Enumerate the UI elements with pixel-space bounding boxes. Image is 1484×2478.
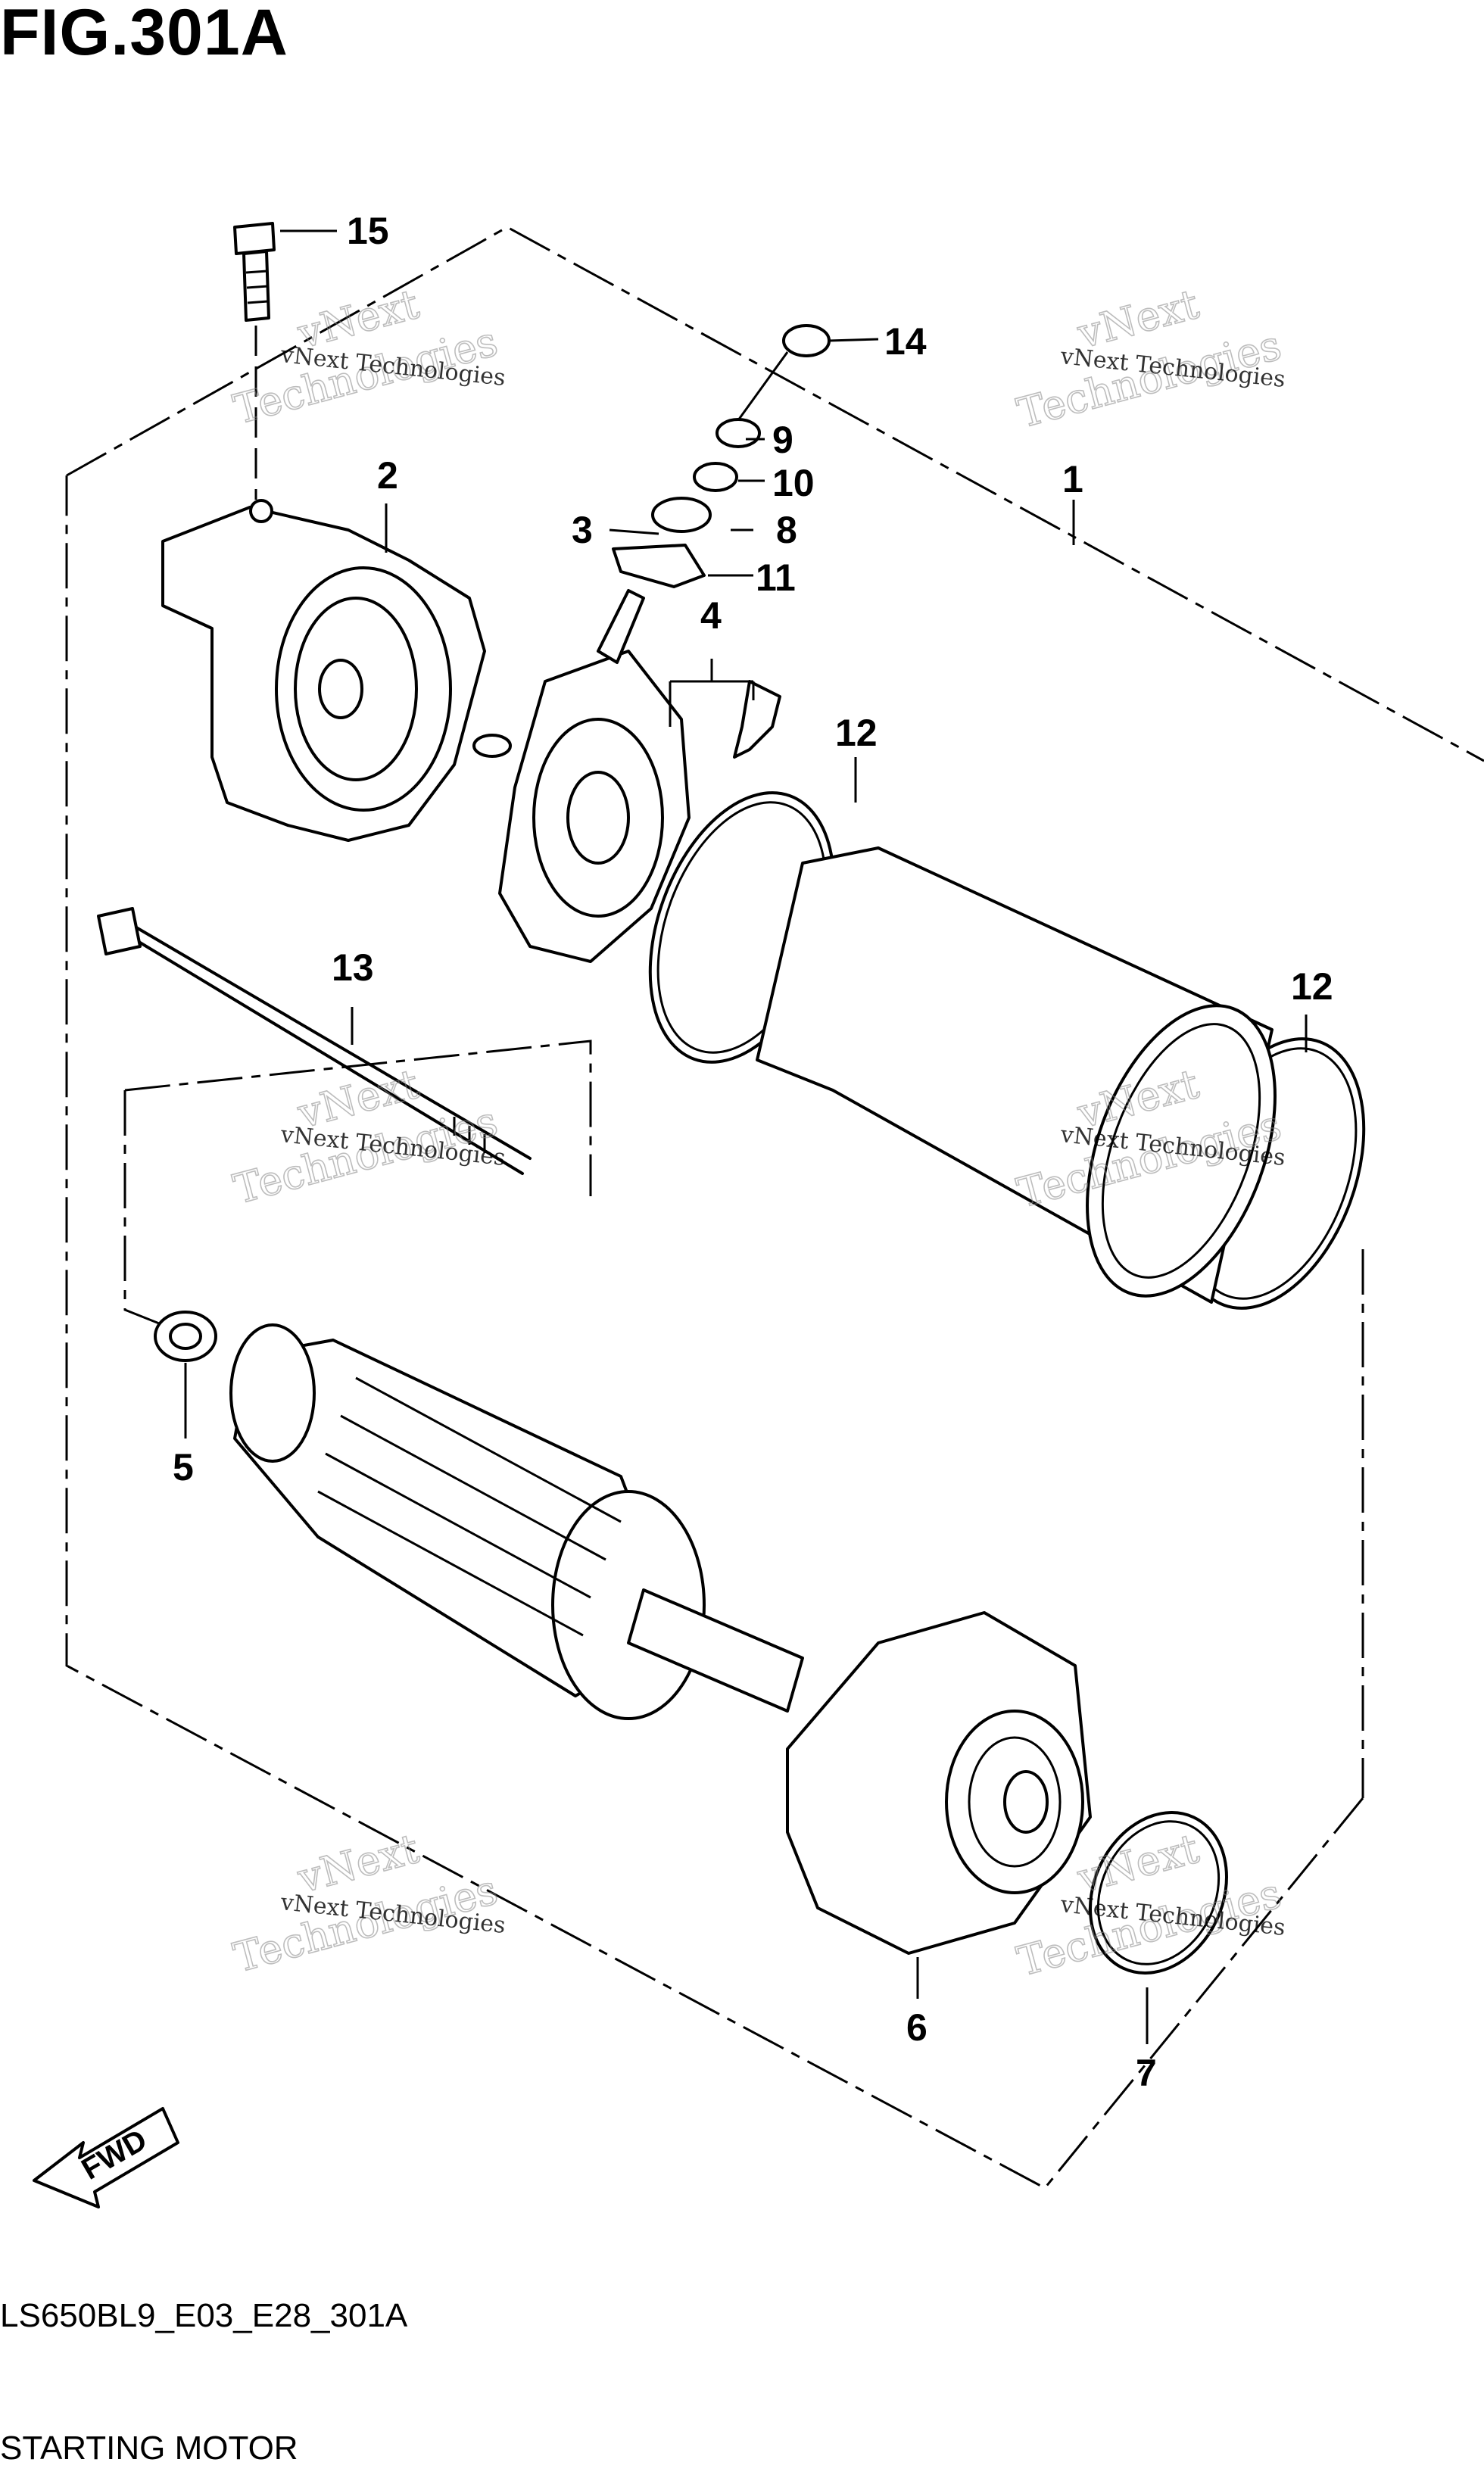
front-bracket-part-6 <box>786 1611 1092 1955</box>
callout-2: 2 <box>377 454 398 497</box>
callout-1: 1 <box>1062 458 1083 500</box>
bolt-part-15 <box>233 222 276 500</box>
o-ring-part-7 <box>1089 1811 1228 1975</box>
callout-3: 3 <box>572 509 593 551</box>
callout-8: 8 <box>776 509 797 551</box>
o-ring-part-7-inner <box>1096 1820 1221 1965</box>
callout-14: 14 <box>884 320 927 363</box>
callout-13: 13 <box>332 946 374 989</box>
callout-10: 10 <box>772 462 815 504</box>
fwd-arrow-icon: FWD <box>33 2107 179 2208</box>
callout-9: 11 <box>756 556 796 599</box>
watermark-top-left: vNext Technologies vNext Technologies <box>228 279 507 434</box>
callout-6: 6 <box>906 2006 928 2049</box>
callout-15: 15 <box>347 210 389 252</box>
figure-title: FIG.301A <box>0 0 288 69</box>
leader-lines <box>184 229 1308 2044</box>
watermark-top-right: vNext Technologies vNext Technologies <box>1012 279 1286 438</box>
callout-11: 9 <box>772 419 793 461</box>
callout-7: 7 <box>1136 2052 1157 2094</box>
callout-labels: 15 2 3 4 11 8 10 9 14 1 12 12 13 5 6 7 <box>173 210 1333 2094</box>
through-bolt-part-13 <box>97 907 532 1175</box>
watermark-bottom-left: vNext Technologies vNext Technologies <box>228 1824 507 1982</box>
armature <box>229 1323 804 1720</box>
watermark-middle-left: vNext Technologies vNext Technologies <box>228 1059 507 1214</box>
figure-code: LS650BL9_E03_E28_301A <box>0 2297 408 2334</box>
callout-12-rear: 12 <box>1291 965 1333 1008</box>
callout-5: 5 <box>173 1446 194 1488</box>
hardware-stack <box>612 324 831 588</box>
assembly-outline <box>65 226 1484 2190</box>
washer-part-5-hole <box>169 1323 202 1350</box>
callout-12-front: 12 <box>835 712 878 754</box>
yoke-part-1 <box>756 846 1277 1304</box>
brush-holder-part-4 <box>498 589 781 963</box>
callout-4: 4 <box>700 594 722 637</box>
housing-part-2 <box>161 499 512 842</box>
figure-name: STARTING MOTOR <box>0 2430 298 2467</box>
watermarks: vNext Technologies vNext Technologies vN… <box>228 279 1286 1986</box>
